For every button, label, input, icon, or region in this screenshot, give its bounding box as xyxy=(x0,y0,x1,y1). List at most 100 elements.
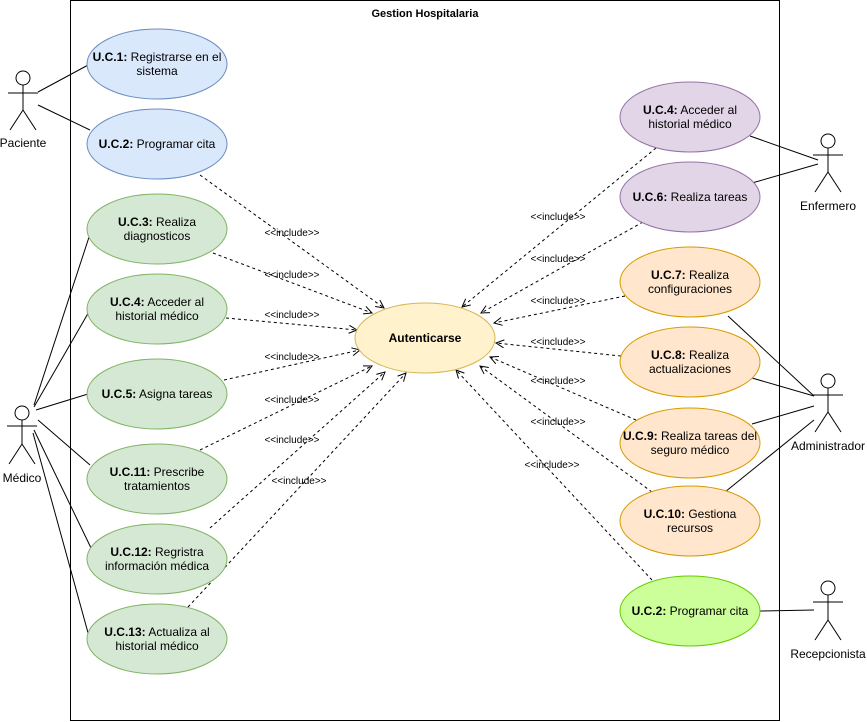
include-label: <<include>> xyxy=(264,270,319,281)
use-case-label: Realiza xyxy=(686,348,730,362)
svg-text:U.C.6: Realiza tareas: U.C.6: Realiza tareas xyxy=(633,190,748,204)
use-case-code: U.C.2: xyxy=(632,604,667,618)
include-links xyxy=(187,147,657,608)
actor-paciente[interactable] xyxy=(8,70,38,131)
actor-head-icon xyxy=(820,580,836,596)
include-label: <<include>> xyxy=(524,460,579,471)
use-case-code: U.C.9: xyxy=(623,429,658,443)
use-case-label: actualizaciones xyxy=(649,362,731,376)
use-case-label: Gestiona xyxy=(685,507,737,521)
include-label: <<include>> xyxy=(264,395,319,406)
svg-text:U.C.1: Registrarse en el: U.C.1: Registrarse en el xyxy=(93,50,222,64)
use-case-label: Realiza xyxy=(686,268,730,282)
use-case-code: U.C.10: xyxy=(644,507,685,521)
include-label: <<include>> xyxy=(530,296,585,307)
include-label: <<include>> xyxy=(264,228,319,239)
use-case-uc1[interactable]: U.C.1: Registrarse en el sistema xyxy=(86,28,228,100)
actor-label: Enfermero xyxy=(800,199,856,213)
use-case-label: Prescribe xyxy=(150,465,204,479)
include-labels: <<include>> <<include>> <<include>> <<in… xyxy=(264,212,585,487)
use-case-code: U.C.1: xyxy=(93,50,128,64)
use-case-label: Actualiza al xyxy=(146,625,210,639)
use-case-label: Programar cita xyxy=(133,137,215,151)
include-label: <<include>> xyxy=(530,254,585,265)
use-case-label: Realiza xyxy=(153,215,197,229)
use-case-code: U.C.13: xyxy=(104,625,145,639)
use-case-code: U.C.4: xyxy=(110,295,145,309)
use-case-label: sistema xyxy=(136,64,178,78)
use-case-label: Realiza tareas xyxy=(667,190,747,204)
use-case-code: U.C.8: xyxy=(651,348,686,362)
system-title: Gestion Hospitalaria xyxy=(372,8,480,20)
actor-label: Recepcionista xyxy=(790,647,866,661)
use-case-uc13[interactable]: U.C.13: Actualiza al historial médico xyxy=(86,603,228,675)
use-case-uc8[interactable]: U.C.8: Realiza actualizaciones xyxy=(619,326,761,398)
svg-text:U.C.12: Regristra: U.C.12: Regristra xyxy=(110,545,204,559)
use-case-label: historial médico xyxy=(648,117,732,131)
use-case-label: Programar cita xyxy=(666,604,748,618)
use-case-code: U.C.7: xyxy=(651,268,686,282)
use-case-code: U.C.3: xyxy=(118,215,153,229)
use-case-label: recursos xyxy=(667,521,713,535)
use-case-uc5[interactable]: U.C.5: Asigna tareas xyxy=(86,358,228,430)
use-case-label: Acceder al xyxy=(678,103,737,117)
svg-text:U.C.7: Realiza: U.C.7: Realiza xyxy=(651,268,729,282)
actor-label: Administrador xyxy=(791,439,865,453)
use-case-label: Autenticarse xyxy=(389,331,462,345)
actor-administrador[interactable] xyxy=(813,373,843,433)
use-case-uc3[interactable]: U.C.3: Realiza diagnosticos xyxy=(86,193,228,265)
include-label: <<include>> xyxy=(264,310,319,321)
use-case-label: Asigna tareas xyxy=(136,387,212,401)
actor-head-icon xyxy=(820,373,836,389)
include-label: <<include>> xyxy=(264,435,319,446)
actor-label: Médico xyxy=(3,471,42,485)
svg-text:U.C.2: Programar cita: U.C.2: Programar cita xyxy=(632,604,749,618)
include-label: <<include>> xyxy=(530,417,585,428)
include-label: <<include>> xyxy=(530,337,585,348)
svg-text:U.C.13: Actualiza al: U.C.13: Actualiza al xyxy=(104,625,209,639)
svg-text:U.C.3: Realiza: U.C.3: Realiza xyxy=(118,215,196,229)
use-case-label: tratamientos xyxy=(124,479,190,493)
use-case-label: Realiza tareas del xyxy=(658,429,757,443)
use-case-uc2[interactable]: U.C.2: Programar cita xyxy=(86,108,228,180)
associations xyxy=(32,63,819,641)
use-case-label: configuraciones xyxy=(648,282,732,296)
svg-text:U.C.8: Realiza: U.C.8: Realiza xyxy=(651,348,729,362)
use-case-uc2-recepcion[interactable]: U.C.2: Programar cita xyxy=(619,575,761,647)
use-case-code: U.C.6: xyxy=(633,190,668,204)
include-label: <<include>> xyxy=(530,376,585,387)
use-case-uc6[interactable]: U.C.6: Realiza tareas xyxy=(619,161,761,233)
use-case-label: diagnosticos xyxy=(124,229,191,243)
use-case-label: información médica xyxy=(105,559,209,573)
use-case-uc7[interactable]: U.C.7: Realiza configuraciones xyxy=(619,246,761,318)
actor-enfermero[interactable] xyxy=(813,133,843,193)
actor-recepcionista[interactable] xyxy=(813,580,843,641)
use-case-uc12[interactable]: U.C.12: Regristra información médica xyxy=(86,523,228,595)
svg-text:U.C.4: Acceder al: U.C.4: Acceder al xyxy=(643,103,737,117)
use-case-label: Acceder al xyxy=(145,295,204,309)
use-case-label: historial médico xyxy=(115,639,199,653)
use-case-label: Registrarse en el xyxy=(127,50,221,64)
svg-text:U.C.10: Gestiona: U.C.10: Gestiona xyxy=(644,507,737,521)
use-case-uc10[interactable]: U.C.10: Gestiona recursos xyxy=(619,485,761,557)
use-case-code: U.C.4: xyxy=(643,103,678,117)
use-case-code: U.C.5: xyxy=(102,387,137,401)
use-case-autenticarse[interactable]: Autenticarse xyxy=(354,302,496,374)
include-label: <<include>> xyxy=(530,212,585,223)
actor-label: Paciente xyxy=(0,136,47,150)
include-label: <<include>> xyxy=(264,352,319,363)
actor-medico[interactable] xyxy=(7,405,37,465)
include-label: <<include>> xyxy=(271,476,326,487)
svg-text:U.C.4: Acceder al: U.C.4: Acceder al xyxy=(110,295,204,309)
svg-text:U.C.9: Realiza tareas del: U.C.9: Realiza tareas del xyxy=(623,429,757,443)
use-case-uc4-nurse[interactable]: U.C.4: Acceder al historial médico xyxy=(619,81,761,153)
use-case-label: historial médico xyxy=(115,309,199,323)
use-case-uc11[interactable]: U.C.11: Prescribe tratamientos xyxy=(86,443,228,515)
use-case-uc4[interactable]: U.C.4: Acceder al historial médico xyxy=(86,273,228,345)
actor-head-icon xyxy=(15,70,31,86)
use-case-code: U.C.11: xyxy=(110,465,151,479)
use-case-uc9[interactable]: U.C.9: Realiza tareas del seguro médico xyxy=(619,407,761,479)
actor-head-icon xyxy=(820,133,836,149)
use-case-label: seguro médico xyxy=(651,443,730,457)
